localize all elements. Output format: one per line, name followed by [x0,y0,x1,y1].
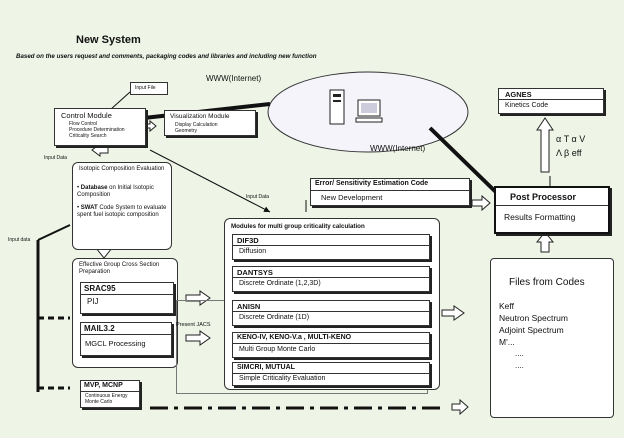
agnes-title: AGNES [505,90,532,99]
desktop-computer-icon [355,99,383,123]
error-sensitivity-box: Error/ Sensitivity Estimation Code New D… [310,178,470,206]
post-processor-title: Post Processor [510,192,577,202]
module-desc: Multi Group Monte Carlo [239,346,316,353]
srac95-desc: PIJ [87,297,99,306]
module-divider [233,311,429,312]
files-item: M'... [499,337,515,347]
post-processor-box: Post Processor Results Formatting [494,186,610,234]
input-data-label-2: Input Data [246,194,270,200]
arrow-error-to-post [471,194,491,212]
arrow-bottom-to-files [451,398,469,416]
page-title: New System [76,34,141,46]
mvp-mcnp-box: MVP, MCNP Continuous Energy Monte Carlo [80,380,140,408]
files-item: Neutron Spectrum [499,313,568,323]
agnes-desc: Kinetics Code [505,102,549,109]
post-processor-desc: Results Formatting [504,212,576,222]
mvp-desc-2: Monte Carlo [85,399,113,405]
visualization-item: Geometry [175,128,197,134]
mail32-name: MAIL3.2 [84,324,115,333]
visualization-module-box: Visualization Module Display Calculation… [164,110,256,136]
files-item: Keff [499,301,514,311]
arrow-post-to-agnes [536,117,554,173]
control-item: Criticality Search [69,133,107,139]
input-data-label-3: Input data [8,237,31,243]
www-label-right: WWW(Internet) [370,144,426,153]
input-data-label-1: Input Data [44,155,68,161]
module-desc: Diffusion [239,248,267,255]
database-label: Database [80,185,108,191]
module-divider [233,277,429,278]
swat-desc: Code System to evaluate spent fuel isoto… [77,205,167,218]
kinetics-params-line1: α T α V [556,134,586,144]
mvp-divider [81,391,139,392]
arrow-mail-to-modules [185,330,211,346]
control-item: Procedure Determination [69,127,125,133]
present-jacs-label: Present JACS [176,322,211,328]
arrow-files-to-post-processor [535,231,555,253]
module-simcri-box: SIMCRI, MUTUAL Simple Criticality Evalua… [232,362,430,386]
input-file-label: Input File [135,85,156,91]
module-dif3d-box: DIF3D Diffusion [232,234,430,260]
module-desc: Discrete Ordinate (1D) [239,314,310,321]
control-module-box: Control Module Flow Control Procedure De… [54,108,146,146]
visualization-module-title: Visualization Module [170,113,230,120]
files-from-codes-box: Files from Codes Keff Neutron Spectrum A… [490,258,614,418]
mvp-mcnp-name: MVP, MCNP [84,382,123,389]
www-link-right [428,126,504,200]
mail32-desc: MGCL Processing [85,339,146,348]
mail32-divider [81,334,171,335]
module-name: SIMCRI, MUTUAL [237,364,295,371]
module-divider [233,343,429,344]
module-divider [233,245,429,246]
error-sensitivity-title: Error/ Sensitivity Estimation Code [315,180,429,187]
page-subtitle: Based on the users request and comments,… [16,53,317,60]
module-name: DIF3D [237,236,259,245]
swat-label: SWAT [80,205,98,211]
arrow-modules-to-files [441,305,465,321]
database-desc: on Initial Isotopic Composition [77,185,154,198]
module-desc: Simple Criticality Evaluation [239,375,326,382]
files-title: Files from Codes [509,277,585,288]
control-to-modules-line [149,149,271,213]
mvp-desc-1: Continuous Energy [85,393,128,399]
input-file-box: Input File [130,82,168,95]
www-label-top: WWW(Internet) [206,74,262,83]
server-icon [329,89,345,125]
error-sensitivity-desc: New Development [321,193,383,202]
isotopic-bullet-database: • Database on Initial Isotopic Compositi… [77,185,154,198]
srac95-divider [81,294,173,295]
isotopic-title: Isotopic Composition Evaluation [79,166,165,172]
arrow-srac-to-modules [185,290,211,306]
kinetics-params-line2: Λ β eff [556,148,582,158]
mail32-box: MAIL3.2 MGCL Processing [80,322,172,356]
agnes-divider [499,99,603,100]
control-item: Flow Control [69,121,98,127]
module-name: DANTSYS [237,268,273,277]
isotopic-composition-box: Isotopic Composition Evaluation • Databa… [72,162,172,250]
post-processor-divider [496,205,608,206]
isotopic-bullet-swat: • SWAT Code System to evaluate spent fue… [77,205,167,218]
files-item: .... [515,361,524,370]
module-anisn-box: ANISN Discrete Ordinate (1D) [232,300,430,326]
module-name: KENO-IV, KENO-V.a , MULTI-KENO [237,334,352,341]
module-keno-box: KENO-IV, KENO-V.a , MULTI-KENO Multi Gro… [232,332,430,358]
visualization-item: Display Calculation [175,122,218,128]
files-item: .... [515,349,524,358]
agnes-box: AGNES Kinetics Code [498,88,604,114]
input-file-link [109,91,131,111]
module-dantsys-box: DANTSYS Discrete Ordinate (1,2,3D) [232,266,430,292]
cross-section-title: Effective Group Cross Section Preparatio… [79,262,160,275]
module-name: ANISN [237,302,261,311]
files-item: Adjoint Spectrum [499,325,564,335]
srac95-box: SRAC95 PIJ [80,282,174,314]
control-module-title: Control Module [61,111,112,120]
srac95-name: SRAC95 [84,284,116,293]
module-divider [233,373,429,374]
module-desc: Discrete Ordinate (1,2,3D) [239,280,321,287]
error-divider [311,190,469,191]
multigroup-modules-title: Modules for multi group criticality calc… [231,223,365,230]
